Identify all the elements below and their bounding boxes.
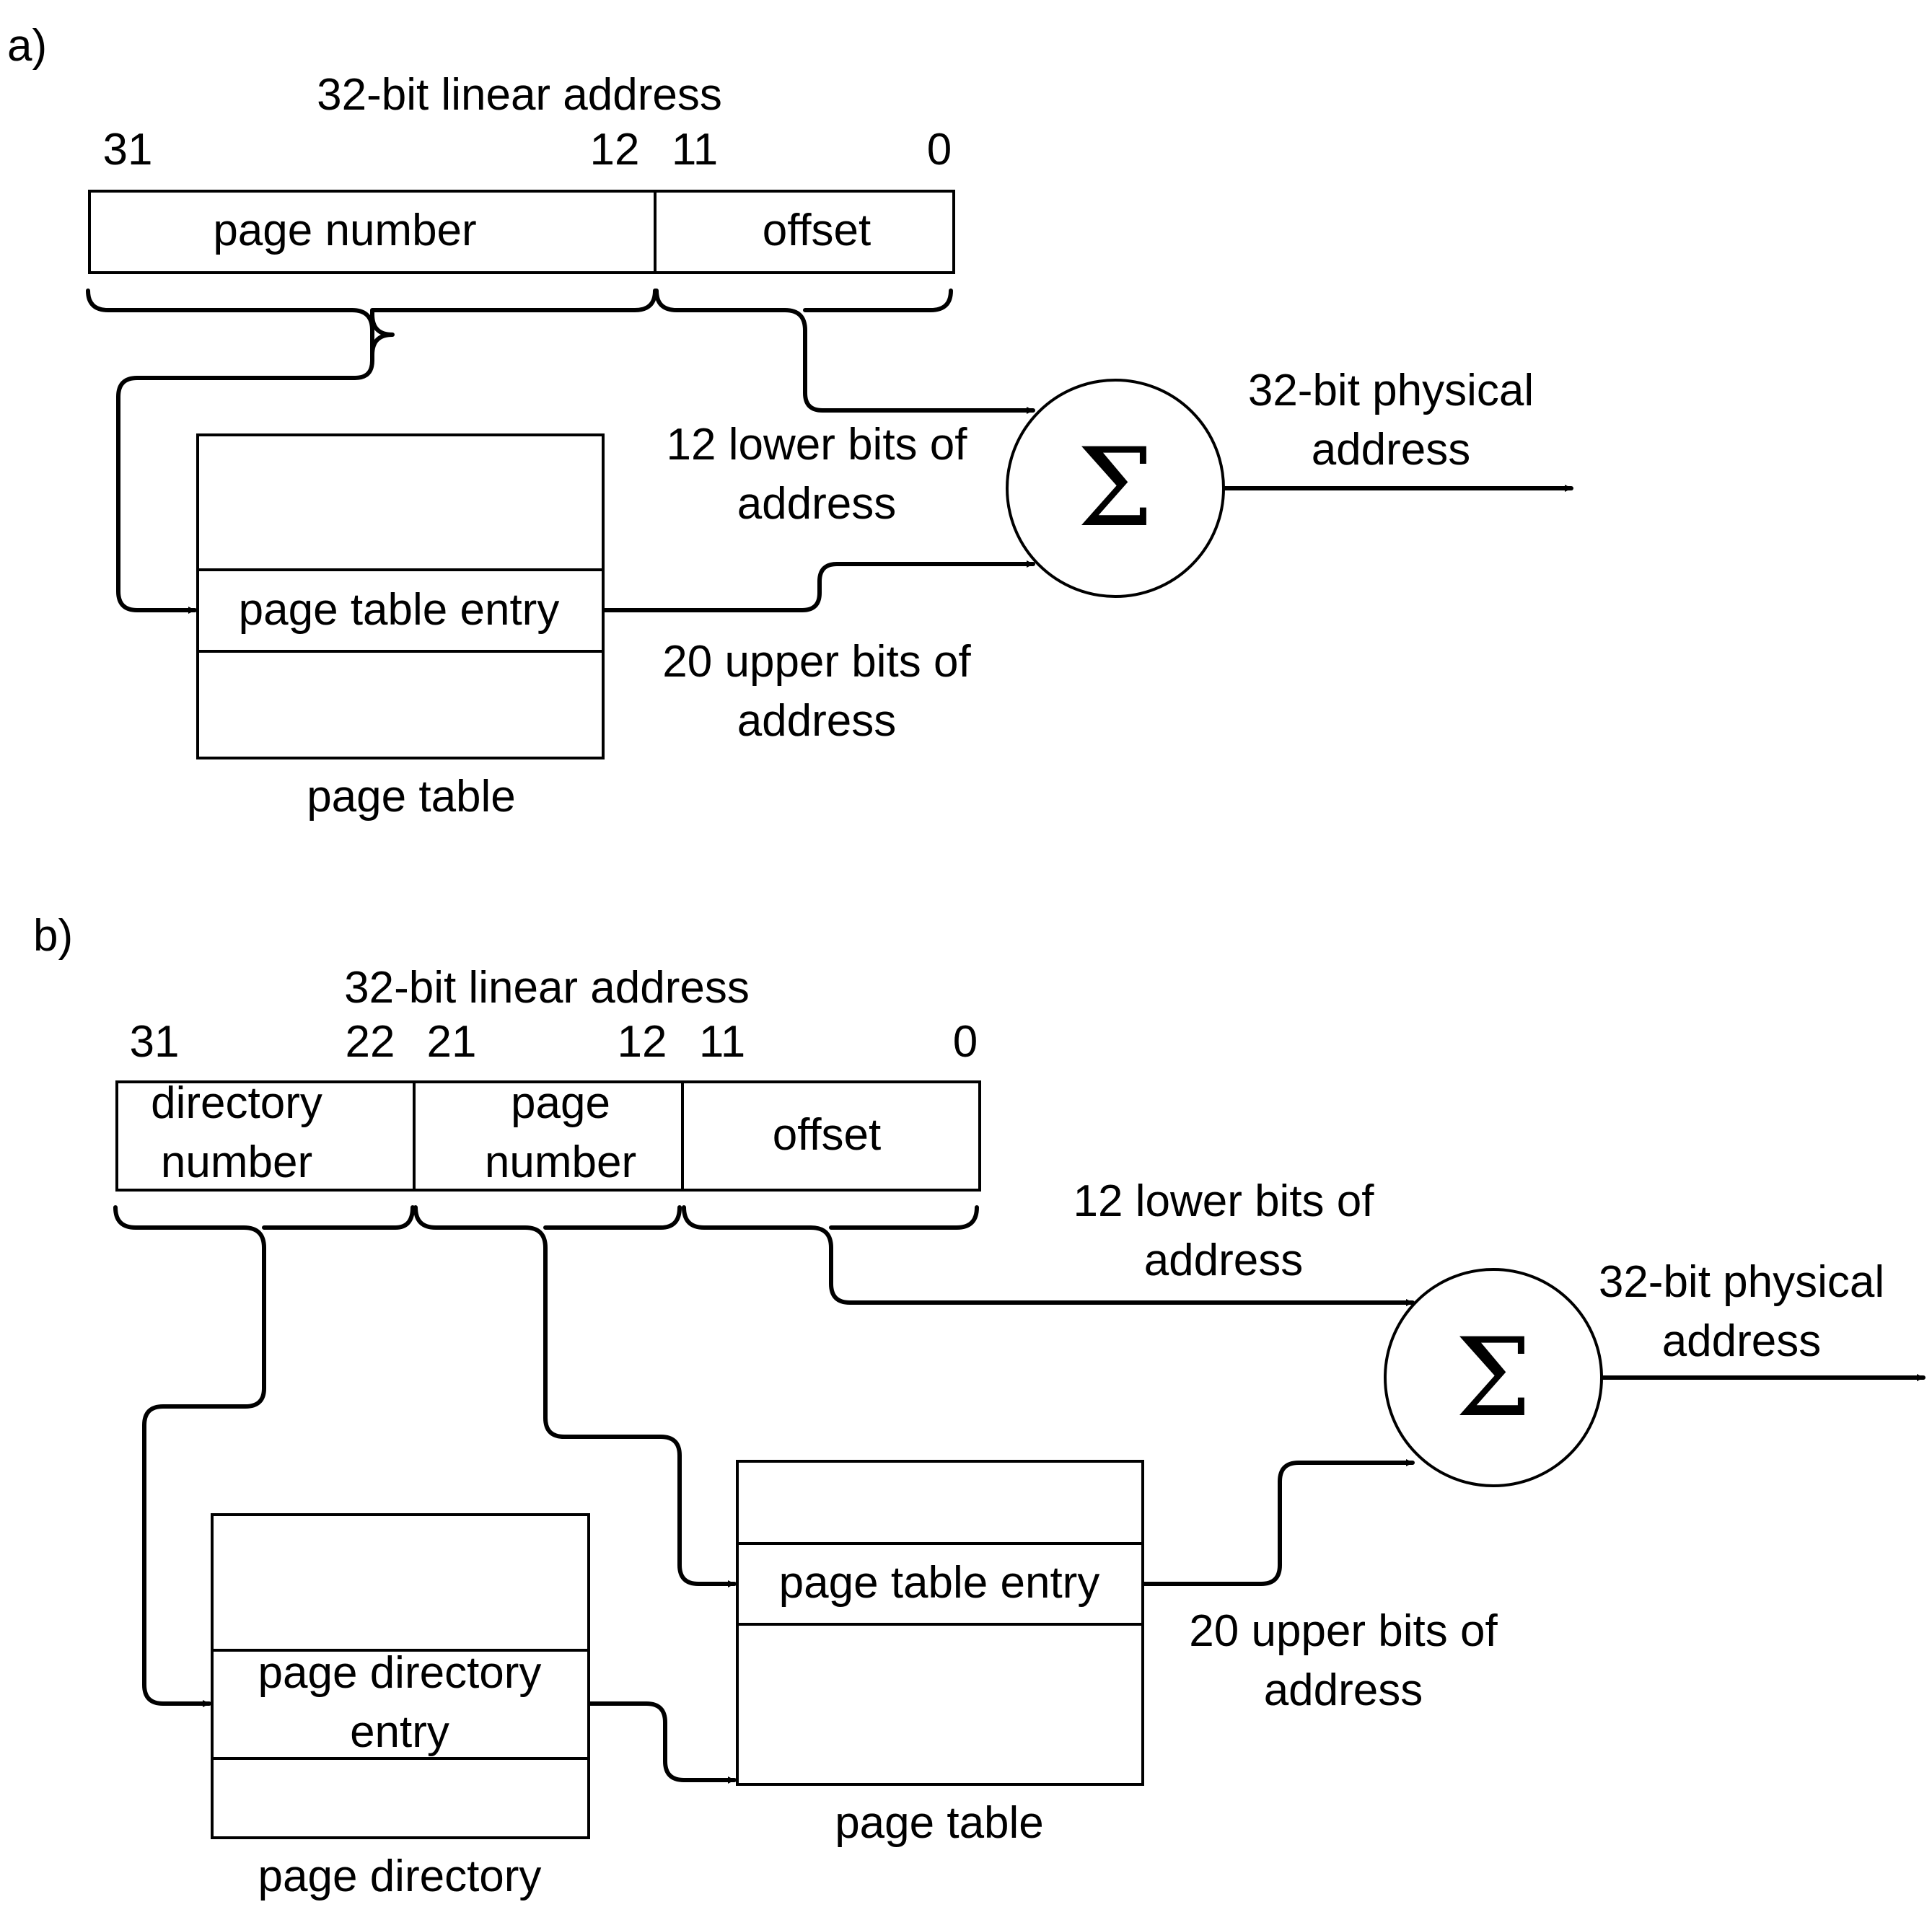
page-number-to-entry-arrow	[116, 353, 374, 614]
bit-0-label: 0	[927, 125, 952, 175]
page-number-to-entry-arrow-b	[543, 1267, 737, 1587]
page-table-caption-b: page table	[835, 1798, 1044, 1848]
page-directory-entry-label-line2: entry	[350, 1707, 449, 1757]
sigma-icon-b: Σ	[1455, 1316, 1532, 1441]
directory-number-field	[115, 1080, 416, 1192]
page-number-label-b-line1: page	[511, 1078, 610, 1128]
bit-0-label-b: 0	[953, 1017, 978, 1067]
upper-bits-label-line1: 20 upper bits of	[662, 637, 971, 687]
page-number-label: page number	[213, 206, 476, 255]
page-table-caption: page table	[307, 772, 516, 822]
bit-12-label-b: 12	[618, 1017, 667, 1067]
lower-bits-label-b-line2: address	[1144, 1236, 1304, 1285]
panel-a-label: a)	[7, 21, 47, 71]
page-table-entry-label-b: page table entry	[779, 1558, 1100, 1608]
offset-field	[654, 190, 955, 274]
page-directory-entry	[211, 1649, 590, 1760]
page-table-entry-b	[736, 1542, 1144, 1626]
directory-entry-to-table-arrow	[588, 1701, 737, 1784]
upper-bits-label-b-line1: 20 upper bits of	[1189, 1606, 1498, 1656]
offset-field-b	[681, 1080, 981, 1192]
panel-b: b) 32-bit linear address 31 22 21 12 11 …	[33, 911, 1926, 1901]
page-number-field-b	[413, 1080, 684, 1192]
physical-address-label-b-line2: address	[1662, 1316, 1822, 1366]
page-number-brace	[86, 289, 657, 357]
page-directory-caption: page directory	[258, 1851, 542, 1901]
linear-address-title-b: 32-bit linear address	[344, 963, 750, 1013]
physical-address-label-line2: address	[1312, 425, 1471, 475]
panel-a: a) 32-bit linear address 31 12 11 0 page…	[7, 21, 1573, 822]
page-number-label-b-line2: number	[485, 1137, 636, 1187]
page-number-brace-b	[413, 1205, 682, 1272]
page-number-field	[88, 190, 657, 274]
directory-number-label-line1: directory	[151, 1078, 322, 1128]
entry-to-adder-arrow	[602, 560, 1035, 612]
upper-bits-label-line2: address	[737, 696, 897, 746]
lower-bits-label-line2: address	[737, 479, 897, 529]
bit-31-label: 31	[103, 125, 153, 175]
linear-address-title: 32-bit linear address	[317, 70, 722, 120]
page-table-entry-label: page table entry	[239, 585, 560, 635]
bit-11-label-b: 11	[699, 1017, 745, 1067]
bit-31-label-b: 31	[130, 1017, 180, 1067]
offset-brace-b	[682, 1205, 979, 1272]
offset-label: offset	[763, 206, 871, 255]
offset-to-adder-arrow	[803, 353, 1035, 414]
directory-number-brace	[113, 1205, 415, 1272]
offset-label-b: offset	[773, 1110, 882, 1160]
upper-bits-label-b-line2: address	[1264, 1665, 1423, 1715]
offset-brace	[654, 289, 953, 357]
sigma-icon: Σ	[1077, 426, 1154, 551]
panel-b-label: b)	[33, 911, 73, 961]
bit-11-label: 11	[672, 125, 718, 175]
offset-to-adder-arrow-b	[829, 1267, 1415, 1306]
bit-12-label: 12	[590, 125, 640, 175]
bit-21-label-b: 21	[427, 1017, 477, 1067]
bit-22-label-b: 22	[346, 1017, 395, 1067]
lower-bits-label-line1: 12 lower bits of	[667, 420, 968, 470]
page-directory-entry-label-line1: page directory	[258, 1648, 542, 1698]
physical-address-label-line1: 32-bit physical	[1248, 366, 1534, 415]
entry-to-adder-arrow-b	[1142, 1459, 1415, 1586]
physical-address-label-b-line1: 32-bit physical	[1599, 1257, 1884, 1307]
lower-bits-label-b-line1: 12 lower bits of	[1073, 1176, 1375, 1226]
directory-number-to-entry-arrow	[142, 1267, 266, 1707]
directory-number-label-line2: number	[161, 1137, 312, 1187]
